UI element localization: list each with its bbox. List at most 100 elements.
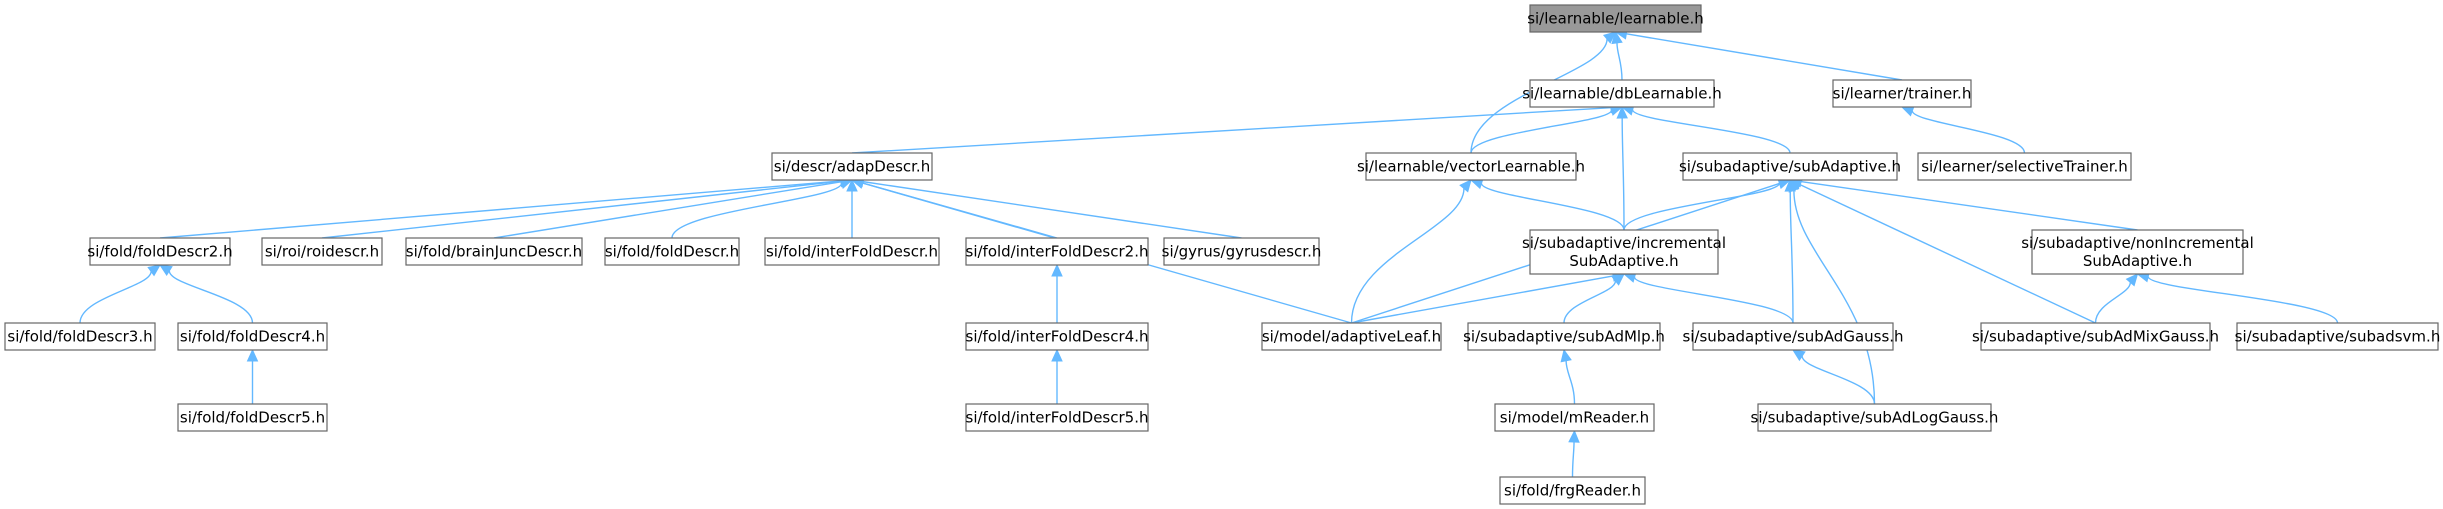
edge-selectiveTrainer-to-trainer (1900, 105, 2026, 154)
node-interFoldDescr[interactable]: si/fold/interFoldDescr.h (764, 237, 940, 266)
edge-interFoldDescr4-to-interFoldDescr2 (1051, 263, 1063, 323)
edge-line (1633, 276, 1794, 324)
edge-roidescr-to-adapDescr (321, 175, 854, 239)
node-interFoldDescr2[interactable]: si/fold/interFoldDescr2.h (965, 237, 1149, 266)
node-vectorLearnable[interactable]: si/learnable/vectorLearnable.h (1357, 152, 1585, 181)
edge-foldDescr3-to-foldDescr2 (79, 264, 161, 324)
node-selectiveTrainer[interactable]: si/learner/selectiveTrainer.h (1917, 152, 2132, 181)
node-box (89, 237, 231, 266)
node-brainJuncDescr[interactable]: si/fold/brainJuncDescr.h (405, 237, 583, 266)
node-label: si/learner/selectiveTrainer.h (1921, 158, 2128, 176)
node-label: si/gyrus/gyrusdescr.h (1162, 243, 1322, 261)
edge-interFoldDescr-to-adapDescr (846, 178, 858, 238)
node-foldDescr[interactable]: si/fold/foldDescr.h (604, 237, 740, 266)
node-frgReader[interactable]: si/fold/frgReader.h (1499, 476, 1646, 505)
edge-subAdMixGauss-to-nonIncrementalSubAdaptive (2094, 273, 2139, 324)
edge-line (168, 270, 254, 324)
node-label: si/fold/foldDescr5.h (180, 409, 325, 427)
node-root[interactable]: si/learnable/learnable.h (1527, 4, 1704, 33)
node-adapDescr[interactable]: si/descr/adapDescr.h (771, 152, 933, 181)
edge-line (1616, 42, 1623, 81)
node-foldDescr5[interactable]: si/fold/foldDescr5.h (177, 403, 328, 432)
node-box (1529, 79, 1715, 108)
node-label: si/fold/interFoldDescr.h (766, 243, 938, 261)
node-subAdMixGauss[interactable]: si/subadaptive/subAdMixGauss.h (1972, 322, 2219, 351)
arrowhead-icon (1616, 105, 1628, 119)
edge-line (79, 271, 152, 324)
node-box (2031, 229, 2244, 275)
edge-nonIncrementalSubAdaptive-to-subAdaptive (1788, 175, 2138, 231)
arrowhead-icon (1611, 30, 1623, 45)
arrowhead-icon (1568, 429, 1580, 443)
node-box (1365, 152, 1577, 181)
arrowhead-icon (1051, 263, 1063, 277)
edge-subAdMlp-to-incrementalSubAdaptive (1563, 273, 1625, 324)
node-dbLearnable[interactable]: si/learnable/dbLearnable.h (1522, 79, 1722, 108)
node-box (1499, 476, 1646, 505)
node-box (1757, 403, 1992, 432)
edge-incrementalSubAdaptive-to-subAdaptive (1623, 177, 1792, 231)
edge-subAdLogGauss-to-subAdaptive (1788, 178, 1876, 405)
node-box (1529, 229, 1719, 275)
node-label: si/fold/interFoldDescr4.h (966, 328, 1149, 346)
edge-line (1621, 117, 1625, 231)
node-box (1163, 237, 1320, 266)
arrowhead-icon (147, 264, 161, 277)
edge-line (1793, 190, 1876, 405)
node-nonIncrementalSubAdaptive[interactable]: si/subadaptive/nonIncrementalSubAdaptive… (2021, 229, 2254, 275)
node-box (177, 322, 328, 351)
arrowhead-icon (1051, 348, 1063, 362)
node-subAdGauss[interactable]: si/subadaptive/subAdGauss.h (1682, 322, 1904, 351)
edge-subAdLogGauss-to-subAdGauss (1791, 349, 1876, 405)
node-subadsvm[interactable]: si/subadaptive/subadsvm.h (2235, 322, 2441, 351)
edge-line (862, 180, 1242, 239)
node-label: si/fold/foldDescr3.h (7, 328, 152, 346)
node-foldDescr2[interactable]: si/fold/foldDescr2.h (87, 237, 233, 266)
node-foldDescr4[interactable]: si/fold/foldDescr4.h (177, 322, 328, 351)
node-label: si/learnable/learnable.h (1527, 10, 1704, 28)
edge-line (1565, 360, 1576, 405)
edge-frgReader-to-mReader (1568, 429, 1580, 478)
node-mReader[interactable]: si/model/mReader.h (1494, 403, 1655, 432)
arrowhead-icon (1611, 273, 1625, 286)
node-subAdMlp[interactable]: si/subadaptive/subAdMlp.h (1463, 322, 1665, 351)
node-adaptiveLeaf[interactable]: si/model/adaptiveLeaf.h (1261, 322, 1442, 351)
node-label: si/subadaptive/nonIncremental (2021, 234, 2254, 252)
edge-incrementalSubAdaptive-to-dbLearnable (1616, 105, 1628, 231)
arrowhead-icon (1602, 31, 1617, 44)
node-box (965, 403, 1149, 432)
node-box (405, 237, 583, 266)
edge-line (1911, 110, 2026, 154)
edge-interFoldDescr5-to-interFoldDescr4 (1051, 348, 1063, 404)
node-label: si/descr/adapDescr.h (774, 158, 930, 176)
node-gyrusdescr[interactable]: si/gyrus/gyrusdescr.h (1162, 237, 1322, 266)
edge-adaptiveLeaf-to-vectorLearnable (1350, 179, 1472, 324)
node-roidescr[interactable]: si/roi/roidescr.h (261, 237, 383, 266)
node-interFoldDescr4[interactable]: si/fold/interFoldDescr4.h (965, 322, 1149, 351)
edge-line (321, 180, 842, 239)
node-subAdLogGauss[interactable]: si/subadaptive/subAdLogGauss.h (1751, 403, 1999, 432)
arrowhead-icon (2125, 273, 2139, 287)
node-box (965, 237, 1149, 266)
edge-line (1800, 180, 2138, 231)
node-label: si/subadaptive/subAdaptive.h (1679, 158, 1901, 176)
edge-line (851, 106, 1612, 154)
node-box (4, 322, 156, 351)
edge-subAdGauss-to-incrementalSubAdaptive (1622, 271, 1794, 324)
node-label: si/learnable/vectorLearnable.h (1357, 158, 1585, 176)
arrowhead-icon (846, 178, 858, 192)
node-subAdaptive[interactable]: si/subadaptive/subAdaptive.h (1679, 152, 1901, 181)
node-trainer[interactable]: si/learner/trainer.h (1832, 79, 1972, 108)
node-box (1494, 403, 1655, 432)
edge-subadsvm-to-nonIncrementalSubAdaptive (2136, 271, 2339, 324)
node-label: si/fold/foldDescr2.h (87, 243, 232, 261)
arrowhead-icon (158, 264, 173, 277)
node-interFoldDescr5[interactable]: si/fold/interFoldDescr5.h (965, 403, 1149, 432)
node-box (604, 237, 740, 266)
node-box (1682, 152, 1898, 181)
edges-layer (79, 28, 2339, 478)
node-box (1529, 4, 1702, 33)
node-foldDescr3[interactable]: si/fold/foldDescr3.h (4, 322, 156, 351)
node-label: si/learner/trainer.h (1833, 85, 1972, 103)
